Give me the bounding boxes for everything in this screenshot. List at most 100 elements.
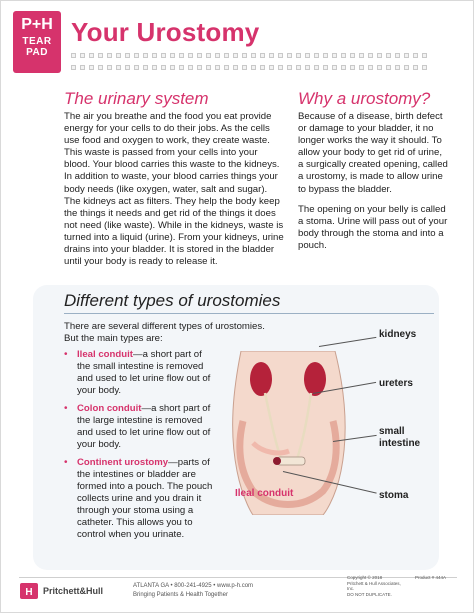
dot-square [413,53,418,58]
dot-square [197,53,202,58]
dot-square [323,53,328,58]
dot-square [260,53,265,58]
bullet-icon: • [64,403,68,414]
dot-square [359,65,364,70]
dot-square [404,65,409,70]
dot-square [89,65,94,70]
logo-pad-text: PAD [26,47,48,58]
dot-square [422,65,427,70]
dot-square [386,65,391,70]
label-intestine-line: intestine [379,438,421,449]
dot-square [296,53,301,58]
types-divider [64,313,434,314]
dot-square [251,53,256,58]
dot-square [233,53,238,58]
dot-square [341,65,346,70]
dot-square [206,65,211,70]
dot-square [134,53,139,58]
bullet-icon: • [64,457,68,468]
dot-square [89,53,94,58]
types-heading: Different types of urostomies [64,291,281,310]
dot-square [116,65,121,70]
copyright-line-2: Pritchett & Hull Associates, Inc. [347,580,401,592]
tagline: Bringing Patients & Health Together [133,592,228,598]
dot-square [368,53,373,58]
dot-square [269,53,274,58]
dot-square [395,53,400,58]
tear-pad-logo: P+H TEAR PAD [13,11,61,73]
logo-mark: P+H [21,16,53,33]
dot-square [305,65,310,70]
dot-square [296,65,301,70]
label-stoma: stoma [379,490,409,501]
dot-row [71,53,461,61]
dot-square [323,65,328,70]
dot-square [143,65,148,70]
footer-divider [19,577,457,578]
dot-square [98,53,103,58]
type-term: Ileal conduit [77,349,133,360]
svg-text:H: H [25,587,32,598]
dot-square [161,53,166,58]
left-kidney-icon [250,362,272,396]
dot-square [215,53,220,58]
dot-square [71,65,76,70]
dot-square [422,53,427,58]
dot-square [152,53,157,58]
copyright-line-3: DO NOT DUPLICATE. [347,591,392,597]
why-urostomy-para-1: Because of a disease, birth defect or da… [298,111,448,195]
why-urostomy-heading: Why a urostomy? [298,89,431,108]
dot-square [395,65,400,70]
dot-square [305,53,310,58]
page-title: Your Urostomy [71,17,260,47]
urinary-system-text: The air you breathe and the food you eat… [64,111,284,268]
dot-square [98,65,103,70]
pritchett-hull-logo-icon: H [20,583,38,599]
types-list: • Ileal conduit—a short part of the smal… [64,349,214,547]
dot-square [278,53,283,58]
illustration-caption: Ileal conduit [235,488,294,499]
dot-square [197,65,202,70]
label-kidneys: kidneys [379,329,417,340]
type-desc: —a short part of the small intestine is … [77,349,211,396]
dot-square [170,53,175,58]
list-item: • Ileal conduit—a short part of the smal… [64,349,214,397]
dot-square [341,53,346,58]
dot-square [206,53,211,58]
types-intro: There are several different types of uro… [64,321,265,344]
dot-square [188,53,193,58]
dot-square [332,65,337,70]
dot-square [242,65,247,70]
dot-square [386,53,391,58]
dot-square [224,65,229,70]
intestine-fold [251,441,290,456]
dot-square [188,65,193,70]
dot-square [314,53,319,58]
dot-square [215,65,220,70]
dot-row [71,65,461,73]
conduit-segment [276,456,306,466]
copyright-notice: Copyright © 2018 Pritchett & Hull Associ… [347,575,409,597]
dot-square [278,65,283,70]
stoma-icon [273,457,281,465]
dot-square [377,65,382,70]
why-urostomy-text: Because of a disease, birth defect or da… [298,111,448,260]
type-desc: —parts of the intestines or bladder are … [77,457,213,540]
dot-square [134,65,139,70]
product-number: Product # 444A [415,575,447,580]
list-item: • Colon conduit—a short part of the larg… [64,403,214,451]
logo-tear-text: TEAR [22,36,52,47]
dot-square [71,53,76,58]
dot-square [107,53,112,58]
dot-square [224,53,229,58]
dot-square [143,53,148,58]
dot-square [404,53,409,58]
dot-square [116,53,121,58]
copyright-line-1: Copyright © 2018 [347,575,383,580]
dot-square [269,65,274,70]
dot-square [260,65,265,70]
dot-square [107,65,112,70]
address-line: ATLANTA GA • 800-241-4925 • www.p-h.com [133,583,254,589]
dot-square [332,53,337,58]
